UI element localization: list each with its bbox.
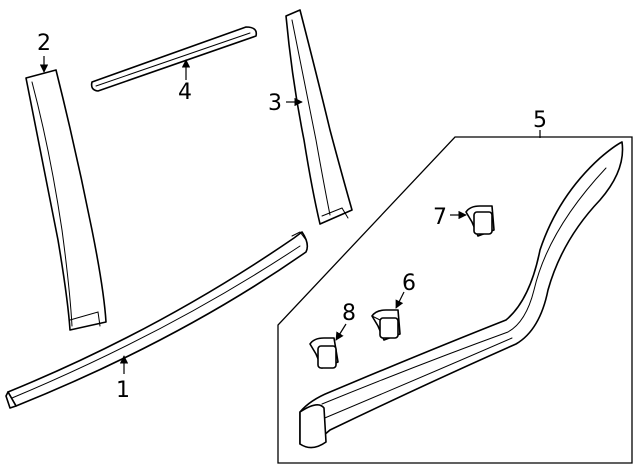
part-4-roof-molding[interactable] <box>90 26 258 92</box>
leader-8 <box>335 323 347 341</box>
callout-5: 5 <box>533 108 547 133</box>
part-8-clip[interactable] <box>309 337 339 369</box>
part-6-clip[interactable] <box>371 309 401 341</box>
part-5-rocker-molding[interactable] <box>299 141 624 449</box>
callout-4: 4 <box>178 80 192 105</box>
part-1-belt-molding[interactable] <box>5 231 309 409</box>
part-7-clip[interactable] <box>465 205 495 237</box>
callout-3: 3 <box>268 91 282 116</box>
callout-1: 1 <box>116 378 130 403</box>
callout-8: 8 <box>342 301 356 326</box>
callout-7: 7 <box>433 205 447 230</box>
part-2-pillar-molding[interactable] <box>25 69 107 331</box>
leader-6 <box>395 291 405 309</box>
callout-2: 2 <box>37 31 51 56</box>
part-3-pillar-molding[interactable] <box>285 9 353 225</box>
callout-6: 6 <box>402 271 416 296</box>
